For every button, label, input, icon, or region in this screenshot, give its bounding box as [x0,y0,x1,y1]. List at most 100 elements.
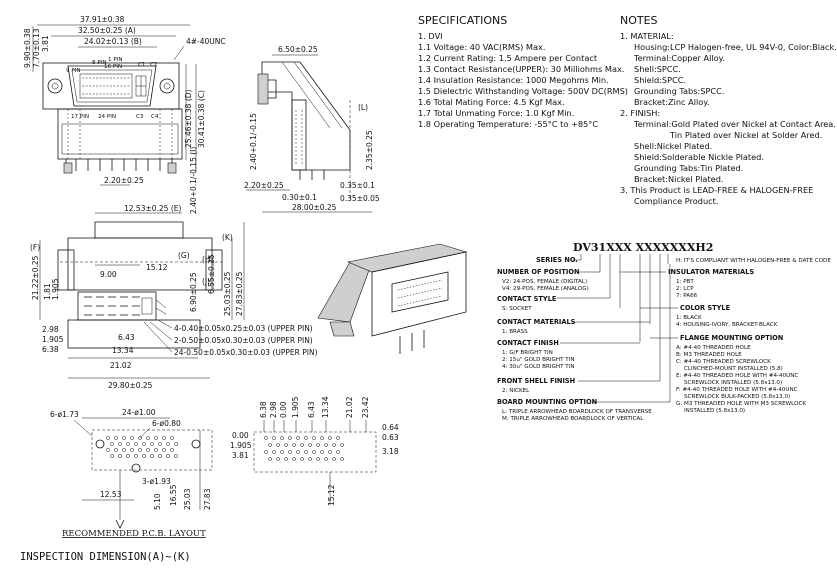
dim-f: (F) [30,243,40,252]
pcb-hole [126,454,130,458]
dim-1-905: 1.905 [51,278,60,300]
iso-housing [371,251,467,337]
pcb-hole [126,442,130,446]
front-body [57,108,183,160]
label-1-pin: 1 PIN [108,57,123,63]
note-line: 3. This Product is LEAD-FREE & HALOGEN-F… [620,185,813,195]
iso-bracket [317,261,373,323]
dim-2-98-b: 2.98 [42,325,59,334]
dim-15-12: 15.12 [146,263,168,272]
dim-l: (L) [358,103,368,112]
pn-board-item: M: TRIPLE ARROWHEAD BOARDLOCK OF VERTICA… [502,416,644,422]
pn-flange-item: SCREWLOCK INSTALLED (5.8x13.0) [684,380,782,386]
label-8-pin: 8 PIN [92,60,107,66]
detail-right-dim: 0.64 [382,423,399,432]
dim-27-83: 27.83±0.25 [235,271,244,316]
pn-flange-item: A: #4-40 THREADED HOLE [676,345,751,351]
dim-6-50: 6.50±0.25 [278,45,318,54]
note-line: Shell:Nickel Plated. [634,141,712,151]
pcb-hole [304,436,308,440]
pcb-hole [166,442,170,446]
pcb-hole [146,436,150,440]
note-line: Bracket:Nickel Plated. [634,174,724,184]
dim-1-905-b: 1.905 [42,335,64,344]
pcb-hole [312,436,316,440]
detail-dim: 1.905 [291,396,300,418]
note-line: Terminal:Gold Plated over Nickel at Cont… [633,119,836,129]
isometric-view [317,243,468,354]
pcb-hole [110,442,114,446]
dim-29-80: 29.80±0.25 [108,381,153,390]
pcb-hole [316,457,320,461]
pcb-hole [292,443,296,447]
dim-6-90: 6.90±0.25 [189,272,198,312]
dim-b: 24.02±0.13 (B) [84,37,142,46]
label-16-pin: 16 PIN [104,64,122,70]
dim-0-35-05: 0.35±0.05 [340,194,380,203]
dim-21-22: 21.22±0.25 [31,255,40,300]
dim-a: 32.50±0.25 (A) [78,26,136,35]
detail-dim: 21.02 [345,396,354,418]
label-24-pin: 24 PIN [98,114,116,120]
note-line: Shell:SPCC. [634,64,681,74]
pcb-hole [336,450,340,454]
pcb-hole [280,436,284,440]
side-view: 6.50±0.25 (L) 2.40+0.1/-0.15 2.35±0.25 2… [244,45,380,213]
detail-dim: 2.98 [269,401,278,418]
notes-title: NOTES [620,14,658,27]
dim-0-30: 0.30±0.1 [282,193,317,202]
pcb-hole [106,436,110,440]
pcb-hole [276,457,280,461]
dim-28-00: 28.00±0.25 [292,203,337,212]
pcb-hole [312,450,316,454]
pcb-hole [332,457,336,461]
dim-2-35: 2.35±0.25 [365,130,374,170]
dim-k: (K) [222,233,233,242]
pcb-dim-6-small: 6-ø0.80 [152,419,181,428]
pcb-hole [146,448,150,452]
pcb-hole [276,443,280,447]
spec-line: 1.1 Voltage: 40 VAC(RMS) Max. [418,42,545,52]
bottom-flange [67,237,213,291]
note-line: Shield:Solderable Nickle Plated. [634,152,764,162]
detail-dim: 6.38 [259,401,268,418]
dim-2-20-front: 2.20±0.25 [104,176,144,185]
pcb-hole [114,436,118,440]
spec-line: 1.4 Insulation Resistance: 1000 Megohms … [418,75,609,85]
dim-7-70: 7.70±0.13 [32,28,41,68]
pcb-hole [138,436,142,440]
pcb-caption: RECOMMENDED P.C.B. LAYOUT [62,529,206,539]
dim-e: 12.53±0.25 (E) [124,204,182,213]
pcb-dim-27-83: 27.83 [203,488,212,510]
pn-position-label: NUMBER OF POSITION [497,268,579,276]
pn-flange-item: E: #4-40 THREADED HOLE WITH #4-40UNC [676,373,798,379]
detail-dim: 23.42 [361,396,370,418]
pcb-hole [272,450,276,454]
side-screw [257,73,269,105]
note-line: 2. FINISH: [620,108,660,118]
pn-flange-label: FLANGE MOUNTING OPTION [680,334,783,342]
pn-position-item: V4: 29-POS. FEMALE (ANALOG) [502,286,589,292]
pcb-hole [320,436,324,440]
pcb-hole [268,443,272,447]
pcb-layout: 24-ø1.00 6-ø1.73 6-ø0.80 3-ø1.93 12.53 5… [50,408,213,539]
spec-line: 1.2 Current Rating: 1.5 Ampere per Conta… [418,53,598,63]
pcb-dim-5-10: 5.10 [153,493,162,510]
pcb-hole [284,457,288,461]
pcb-hole [170,436,174,440]
dim-0-35: 0.35±0.1 [340,181,375,190]
pcb-hole [138,448,142,452]
dim-2-20-side: 2.20±0.25 [244,181,284,190]
note-line: Compliance Product. [634,196,719,206]
pin-spec-upper-2: 2-0.50±0.05x0.30±0.03 (UPPER PIN) [174,336,313,345]
front-view: 37.91±0.38 32.50±0.25 (A) 24.02±0.13 (B)… [23,15,226,214]
note-line: Grounding Tabs:Tin Plated. [634,163,743,173]
pcb-hole [134,454,138,458]
detail-bottom-dim: 15.12 [327,484,336,506]
flange-hole-right [159,78,175,94]
pn-series-label: SERIES NO. [536,256,578,264]
pn-insulator-item: 7: PA66 [676,293,698,299]
dim-6-38-b: 6.38 [42,345,59,354]
pcb-dim-16-55: 16.55 [169,484,178,506]
